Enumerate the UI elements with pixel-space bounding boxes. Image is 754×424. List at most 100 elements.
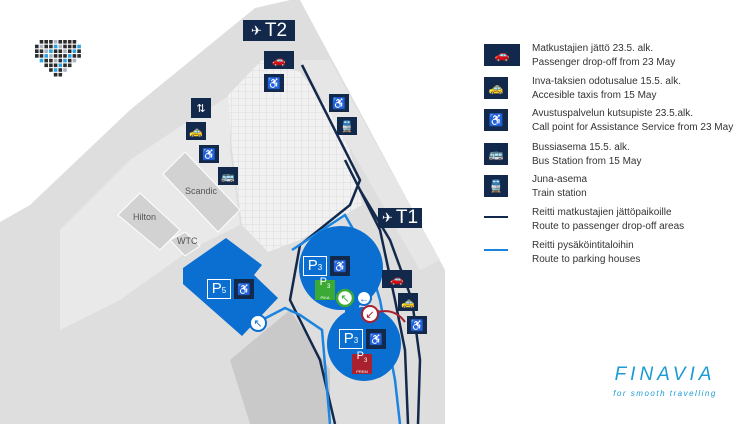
heart-logo-pixel — [77, 44, 81, 49]
heart-logo-pixel — [44, 40, 48, 44]
parking-p3-prem-label[interactable]: P3 PREM — [352, 351, 372, 374]
heart-logo-pixel — [58, 44, 63, 49]
heart-logo-pixel — [72, 49, 77, 53]
taxi-icon: 🚕 — [484, 77, 508, 99]
airplane-icon: ✈ — [250, 22, 262, 38]
assistance-phone-icon: ♿ — [199, 145, 219, 163]
heart-logo-pixel — [53, 49, 58, 53]
light-route-line — [484, 249, 508, 251]
heart-logo-pixel — [63, 49, 67, 53]
heart-logo-pixel — [58, 49, 63, 53]
heart-logo-pixel — [63, 44, 67, 49]
car-dropoff-icon: 🚗 — [264, 51, 294, 69]
heart-logo-pixel — [67, 49, 72, 53]
heart-logo-pixel — [63, 54, 67, 58]
heart-logo-pixel — [63, 63, 67, 68]
heart-logo-pixel — [44, 58, 48, 63]
heart-logo-pixel — [53, 72, 58, 77]
heart-logo-pixel — [67, 40, 72, 44]
entry-arrow-pika[interactable] — [335, 288, 355, 308]
heart-logo-pixel — [77, 54, 81, 58]
heart-logo-pixel — [58, 40, 63, 44]
heart-logo-pixel — [39, 54, 44, 58]
assistance-phone-icon: ♿ — [234, 279, 254, 299]
terminal-t2-sign[interactable]: ✈T2 — [243, 20, 295, 41]
heart-logo-pixel — [63, 58, 67, 63]
entry-arrow-p3[interactable] — [356, 290, 372, 306]
label-hilton: Hilton — [133, 212, 157, 222]
heart-logo-pixel — [67, 63, 72, 68]
parking-p3-pika-label[interactable]: P3 PIKA — [315, 277, 335, 300]
heart-logo-pixel — [44, 54, 48, 58]
heart-logo-pixel — [58, 68, 63, 72]
elevator-icon: ⇅ — [191, 98, 211, 118]
dropoff-route-2 — [343, 159, 410, 424]
heart-logo-pixel — [53, 63, 58, 68]
building-hilton — [117, 192, 181, 251]
airplane-icon: ✈ — [381, 210, 393, 225]
heart-logo-pixel — [58, 72, 63, 77]
heart-logo-pixel — [53, 68, 58, 72]
heart-logo-pixel — [35, 44, 39, 49]
car-dropoff-icon: 🚗 — [382, 270, 412, 288]
heart-logo-pixel — [67, 44, 72, 49]
heart-logo-pixel — [72, 44, 77, 49]
heart-logo-pixel — [77, 49, 81, 53]
heart-logo-pixel — [72, 40, 77, 44]
heart-logo-pixel — [39, 49, 44, 53]
finavia-logo: FINAVIA for smooth travelling — [613, 364, 717, 398]
heart-logo-pixel — [39, 44, 44, 49]
assistance-phone-icon: ♿ — [330, 256, 350, 276]
entry-arrow-prem[interactable] — [361, 305, 379, 323]
assistance-phone-icon: ♿ — [264, 74, 284, 92]
taxi-icon: 🚕 — [398, 293, 418, 311]
heart-logo-pixel — [49, 68, 53, 72]
legend-item-taxi: 🚕 Inva-taksien odotusalue 15.5. alk.Acce… — [484, 76, 681, 101]
heart-logo-pixel — [44, 49, 48, 53]
heart-logo-pixel — [67, 58, 72, 63]
train-icon: 🚆 — [484, 175, 508, 197]
heart-logo-pixel — [53, 54, 58, 58]
bus-icon: 🚌 — [484, 143, 508, 165]
dark-route-line — [484, 216, 508, 218]
heart-logo-pixel — [67, 54, 72, 58]
car-dropoff-icon: 🚗 — [484, 44, 520, 66]
terminal-t1-sign[interactable]: ✈T1 — [378, 207, 422, 228]
heart-logo-pixel — [72, 54, 77, 58]
entry-arrow-p5[interactable] — [249, 314, 267, 332]
heart-logo-pixel — [49, 54, 53, 58]
heart-logo-pixel — [35, 54, 39, 58]
parking-grid-area — [228, 60, 362, 252]
heart-logo-pixel — [72, 58, 77, 63]
label-scandic: Scandic — [185, 186, 218, 196]
heart-logo — [35, 40, 81, 77]
legend-item-dropoff: 🚗 Matkustajien jättö 23.5. alk.Passenger… — [484, 43, 675, 68]
parking-p3-south — [327, 307, 401, 381]
heart-logo-pixel — [49, 49, 53, 53]
heart-logo-pixel — [44, 63, 48, 68]
legend-item-assistance: ♿ Avustuspalvelun kutsupiste 23.5.alk.Ca… — [484, 108, 733, 133]
parking-route-2 — [257, 306, 332, 424]
taxi-icon: 🚕 — [186, 122, 206, 140]
heart-logo-pixel — [49, 63, 53, 68]
heart-logo-pixel — [39, 40, 44, 44]
heart-logo-pixel — [63, 68, 67, 72]
train-icon: 🚆 — [337, 117, 357, 135]
heart-logo-pixel — [53, 58, 58, 63]
heart-logo-pixel — [58, 54, 63, 58]
svg-text:←: ← — [359, 294, 369, 305]
legend-item-bus: 🚌 Bussiasema 15.5. alk.Bus Station from … — [484, 142, 642, 167]
heart-logo-pixel — [63, 40, 67, 44]
assistance-phone-icon: ♿ — [484, 109, 508, 131]
assistance-phone-icon: ♿ — [366, 329, 386, 349]
bus-icon: 🚌 — [218, 167, 238, 185]
heart-logo-pixel — [39, 58, 44, 63]
building-wtc — [169, 231, 201, 257]
heart-logo-pixel — [58, 58, 63, 63]
